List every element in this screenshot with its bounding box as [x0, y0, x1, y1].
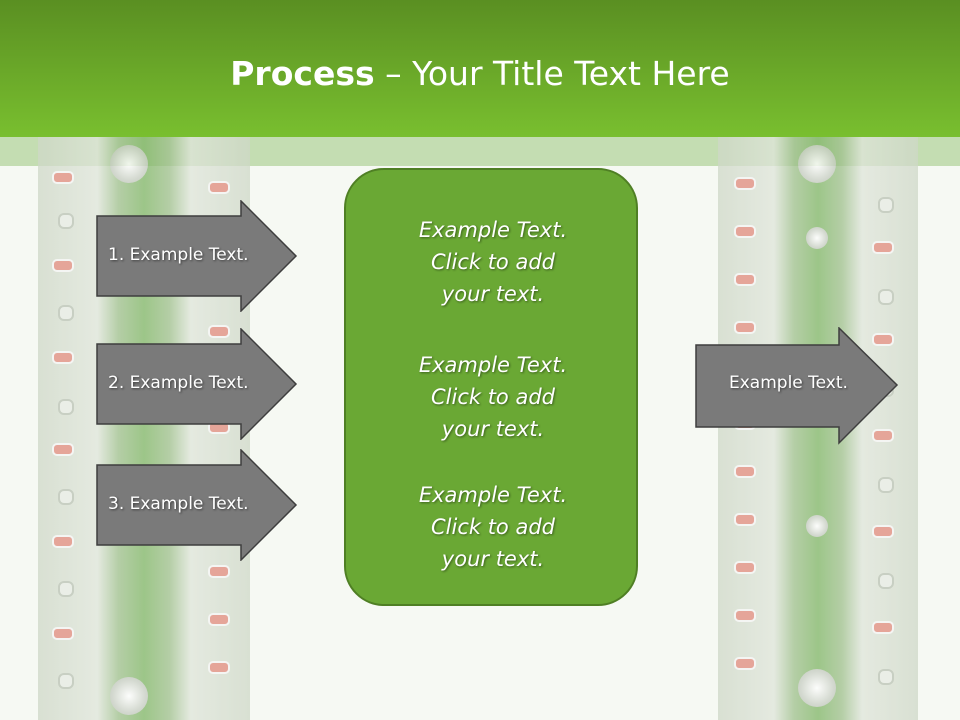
process-arrow-1[interactable]: 1. Example Text.	[96, 200, 298, 312]
result-arrow-label: Example Text.	[729, 373, 848, 393]
slide-header	[0, 0, 960, 137]
center-text-box[interactable]: Example Text. Click to add your text. Ex…	[344, 168, 638, 606]
arrow-shape-icon	[96, 328, 298, 440]
process-arrow-2-label: 2. Example Text.	[108, 373, 249, 393]
center-text-line: Example Text.	[418, 483, 568, 507]
center-text-block-1: Example Text. Click to add your text.	[346, 214, 640, 310]
arrow-shape-icon	[695, 327, 899, 445]
slide-title[interactable]: Process – Your Title Text Here	[0, 52, 960, 96]
center-text-block-3: Example Text. Click to add your text.	[346, 479, 640, 575]
process-arrow-1-label: 1. Example Text.	[108, 245, 249, 265]
center-text-block-2: Example Text. Click to add your text.	[346, 349, 640, 445]
center-text-line: Example Text.	[418, 353, 568, 377]
process-arrow-2[interactable]: 2. Example Text.	[96, 328, 298, 440]
center-text-line: your text.	[441, 547, 545, 571]
ornament-strip-left	[38, 137, 250, 720]
result-arrow[interactable]: Example Text.	[695, 327, 899, 445]
center-text-line: Click to add	[430, 250, 555, 274]
arrow-shape-icon	[96, 200, 298, 312]
center-text-line: Click to add	[430, 515, 555, 539]
center-text-line: Example Text.	[418, 218, 568, 242]
title-rest: – Your Title Text Here	[374, 54, 730, 93]
title-bold: Process	[230, 54, 375, 93]
center-text-line: your text.	[441, 282, 545, 306]
arrow-shape-icon	[96, 449, 298, 561]
ornament-strip-right	[718, 137, 918, 720]
process-arrow-3[interactable]: 3. Example Text.	[96, 449, 298, 561]
process-arrow-3-label: 3. Example Text.	[108, 494, 249, 514]
center-text-line: Click to add	[430, 385, 555, 409]
center-text-line: your text.	[441, 417, 545, 441]
